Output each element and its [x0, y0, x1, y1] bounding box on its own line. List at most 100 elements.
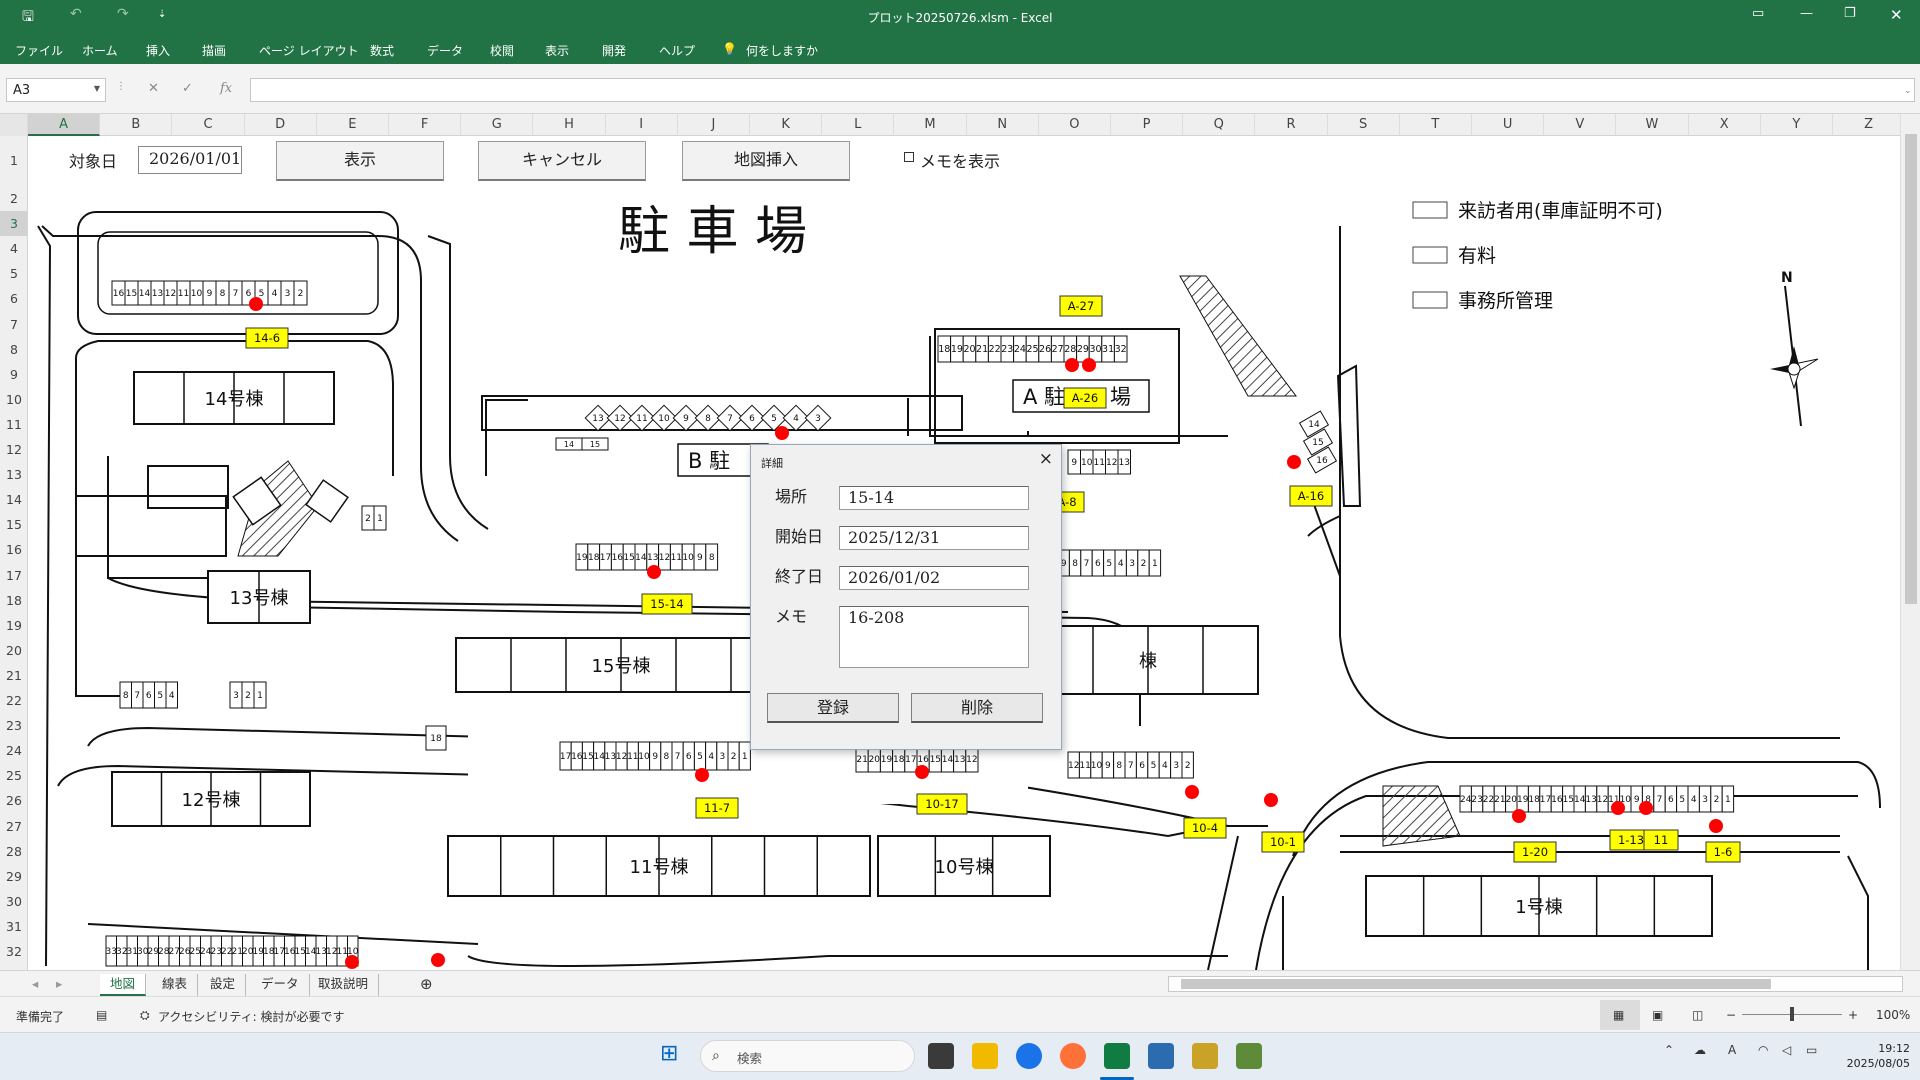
excel-icon[interactable] — [1104, 1043, 1130, 1069]
column-header-d[interactable]: D — [245, 114, 317, 136]
row-header-17[interactable]: 17 — [6, 567, 22, 583]
vertical-scrollbar[interactable] — [1900, 114, 1920, 970]
column-header-k[interactable]: K — [750, 114, 823, 136]
column-header-l[interactable]: L — [822, 114, 895, 136]
column-header-n[interactable]: N — [967, 114, 1039, 136]
insert-map-button[interactable]: 地図挿入 — [682, 141, 850, 181]
notepad-icon[interactable] — [1148, 1043, 1174, 1069]
row-header-28[interactable]: 28 — [6, 843, 22, 859]
column-header-a[interactable]: A — [28, 114, 101, 136]
row-header-27[interactable]: 27 — [6, 818, 22, 834]
page-break-view-icon[interactable]: ◫ — [1692, 1008, 1704, 1022]
column-header-z[interactable]: Z — [1833, 114, 1906, 136]
tab-formulas[interactable]: 数式 — [370, 44, 395, 58]
column-header-m[interactable]: M — [894, 114, 967, 136]
show-button[interactable]: 表示 — [276, 141, 444, 181]
row-header-8[interactable]: 8 — [10, 341, 18, 357]
name-box[interactable]: A3▼ — [6, 78, 106, 102]
column-header-o[interactable]: O — [1039, 114, 1111, 136]
row-header-23[interactable]: 23 — [6, 718, 22, 734]
tab-page-layout[interactable]: ページ レイアウト — [259, 44, 359, 58]
close-window-icon[interactable]: ✕ — [1890, 6, 1903, 24]
row-header-26[interactable]: 26 — [6, 793, 22, 809]
paint-icon[interactable] — [1192, 1043, 1218, 1069]
row-header-18[interactable]: 18 — [6, 592, 22, 608]
ime-icon[interactable]: A — [1728, 1043, 1737, 1057]
column-header-j[interactable]: J — [678, 114, 750, 136]
column-header-p[interactable]: P — [1111, 114, 1184, 136]
app-icon[interactable] — [1236, 1043, 1262, 1069]
cancel-button[interactable]: キャンセル — [478, 141, 646, 181]
row-header-9[interactable]: 9 — [10, 366, 18, 382]
row-header-6[interactable]: 6 — [10, 291, 18, 307]
column-header-t[interactable]: T — [1400, 114, 1472, 136]
tab-help[interactable]: ヘルプ — [659, 44, 696, 58]
row-header-7[interactable]: 7 — [10, 316, 18, 332]
tell-me-box[interactable]: 何をしますか — [746, 44, 819, 58]
normal-view-button[interactable] — [1600, 1000, 1640, 1030]
row-header-30[interactable]: 30 — [6, 893, 22, 909]
zoom-level[interactable]: 100% — [1876, 1008, 1911, 1022]
row-header-10[interactable]: 10 — [6, 391, 22, 407]
firefox-icon[interactable] — [1060, 1043, 1086, 1069]
onedrive-icon[interactable]: ☁ — [1694, 1043, 1706, 1057]
row-header-24[interactable]: 24 — [6, 743, 22, 759]
horizontal-scroll-thumb[interactable] — [1181, 979, 1771, 989]
cancel-entry-icon[interactable]: ✕ — [148, 81, 159, 96]
start-date-input[interactable]: 2025/12/31 — [839, 526, 1029, 550]
tab-data[interactable]: データ — [427, 44, 464, 58]
horizontal-scrollbar[interactable] — [1168, 976, 1903, 992]
row-header-15[interactable]: 15 — [6, 517, 22, 533]
row-header-31[interactable]: 31 — [6, 918, 22, 934]
chevron-down-icon[interactable]: ▼ — [93, 84, 100, 93]
column-header-i[interactable]: I — [606, 114, 678, 136]
column-header-y[interactable]: Y — [1761, 114, 1833, 136]
redo-icon[interactable]: ↷ — [117, 6, 129, 22]
column-header-x[interactable]: X — [1689, 114, 1761, 136]
column-header-c[interactable]: C — [172, 114, 245, 136]
row-header-20[interactable]: 20 — [6, 642, 22, 658]
prev-sheet-icon[interactable]: ◂ — [32, 976, 39, 991]
show-memo-checkbox[interactable] — [904, 152, 914, 162]
undo-icon[interactable]: ↶ — [70, 6, 82, 22]
tab-view[interactable]: 表示 — [545, 44, 570, 58]
chrome-icon[interactable] — [1016, 1043, 1042, 1069]
target-date-input[interactable]: 2026/01/01 — [138, 146, 242, 174]
tab-draw[interactable]: 描画 — [202, 44, 227, 58]
windows-start-icon[interactable]: ⊞ — [660, 1041, 679, 1066]
tab-insert[interactable]: 挿入 — [146, 44, 171, 58]
column-header-b[interactable]: B — [100, 114, 173, 136]
insert-function-icon[interactable]: fx — [220, 81, 233, 96]
sheet-tab-settings[interactable]: 設定 — [200, 974, 247, 996]
row-header-32[interactable]: 32 — [6, 944, 22, 959]
column-header-u[interactable]: U — [1472, 114, 1545, 136]
file-explorer-icon[interactable] — [972, 1043, 998, 1069]
column-header-r[interactable]: R — [1255, 114, 1328, 136]
delete-button[interactable]: 削除 — [911, 693, 1043, 723]
taskbar-search[interactable]: 検索 — [700, 1040, 915, 1072]
zoom-out-icon[interactable]: − — [1726, 1008, 1737, 1022]
accessibility-status[interactable]: アクセシビリティ: 検討が必要です — [158, 1010, 345, 1024]
row-header-2[interactable]: 2 — [10, 191, 18, 206]
row-header-16[interactable]: 16 — [6, 542, 22, 558]
sheet-tab-line[interactable]: 線表 — [152, 974, 199, 996]
sheet-tab-data[interactable]: データ — [251, 974, 310, 996]
row-header-13[interactable]: 13 — [6, 467, 22, 483]
macro-record-icon[interactable]: ▤ — [96, 1008, 108, 1022]
volume-icon[interactable]: ◁ — [1782, 1043, 1792, 1057]
save-icon[interactable]: 🖫 — [22, 9, 34, 25]
column-header-f[interactable]: F — [389, 114, 462, 136]
select-all-corner[interactable] — [0, 114, 28, 136]
column-header-h[interactable]: H — [533, 114, 606, 136]
tray-chevron-icon[interactable]: ⌃ — [1664, 1043, 1675, 1057]
next-sheet-icon[interactable]: ▸ — [56, 976, 63, 991]
row-header-25[interactable]: 25 — [6, 768, 22, 784]
page-layout-view-icon[interactable]: ▣ — [1652, 1008, 1664, 1022]
register-button[interactable]: 登録 — [767, 693, 899, 723]
task-view-icon[interactable] — [928, 1043, 954, 1069]
row-header-11[interactable]: 11 — [6, 416, 22, 432]
expand-formula-icon[interactable]: ⌄ — [1904, 86, 1912, 96]
column-header-s[interactable]: S — [1328, 114, 1400, 136]
row-header-5[interactable]: 5 — [10, 266, 18, 282]
add-sheet-icon[interactable]: ⊕ — [420, 975, 433, 993]
